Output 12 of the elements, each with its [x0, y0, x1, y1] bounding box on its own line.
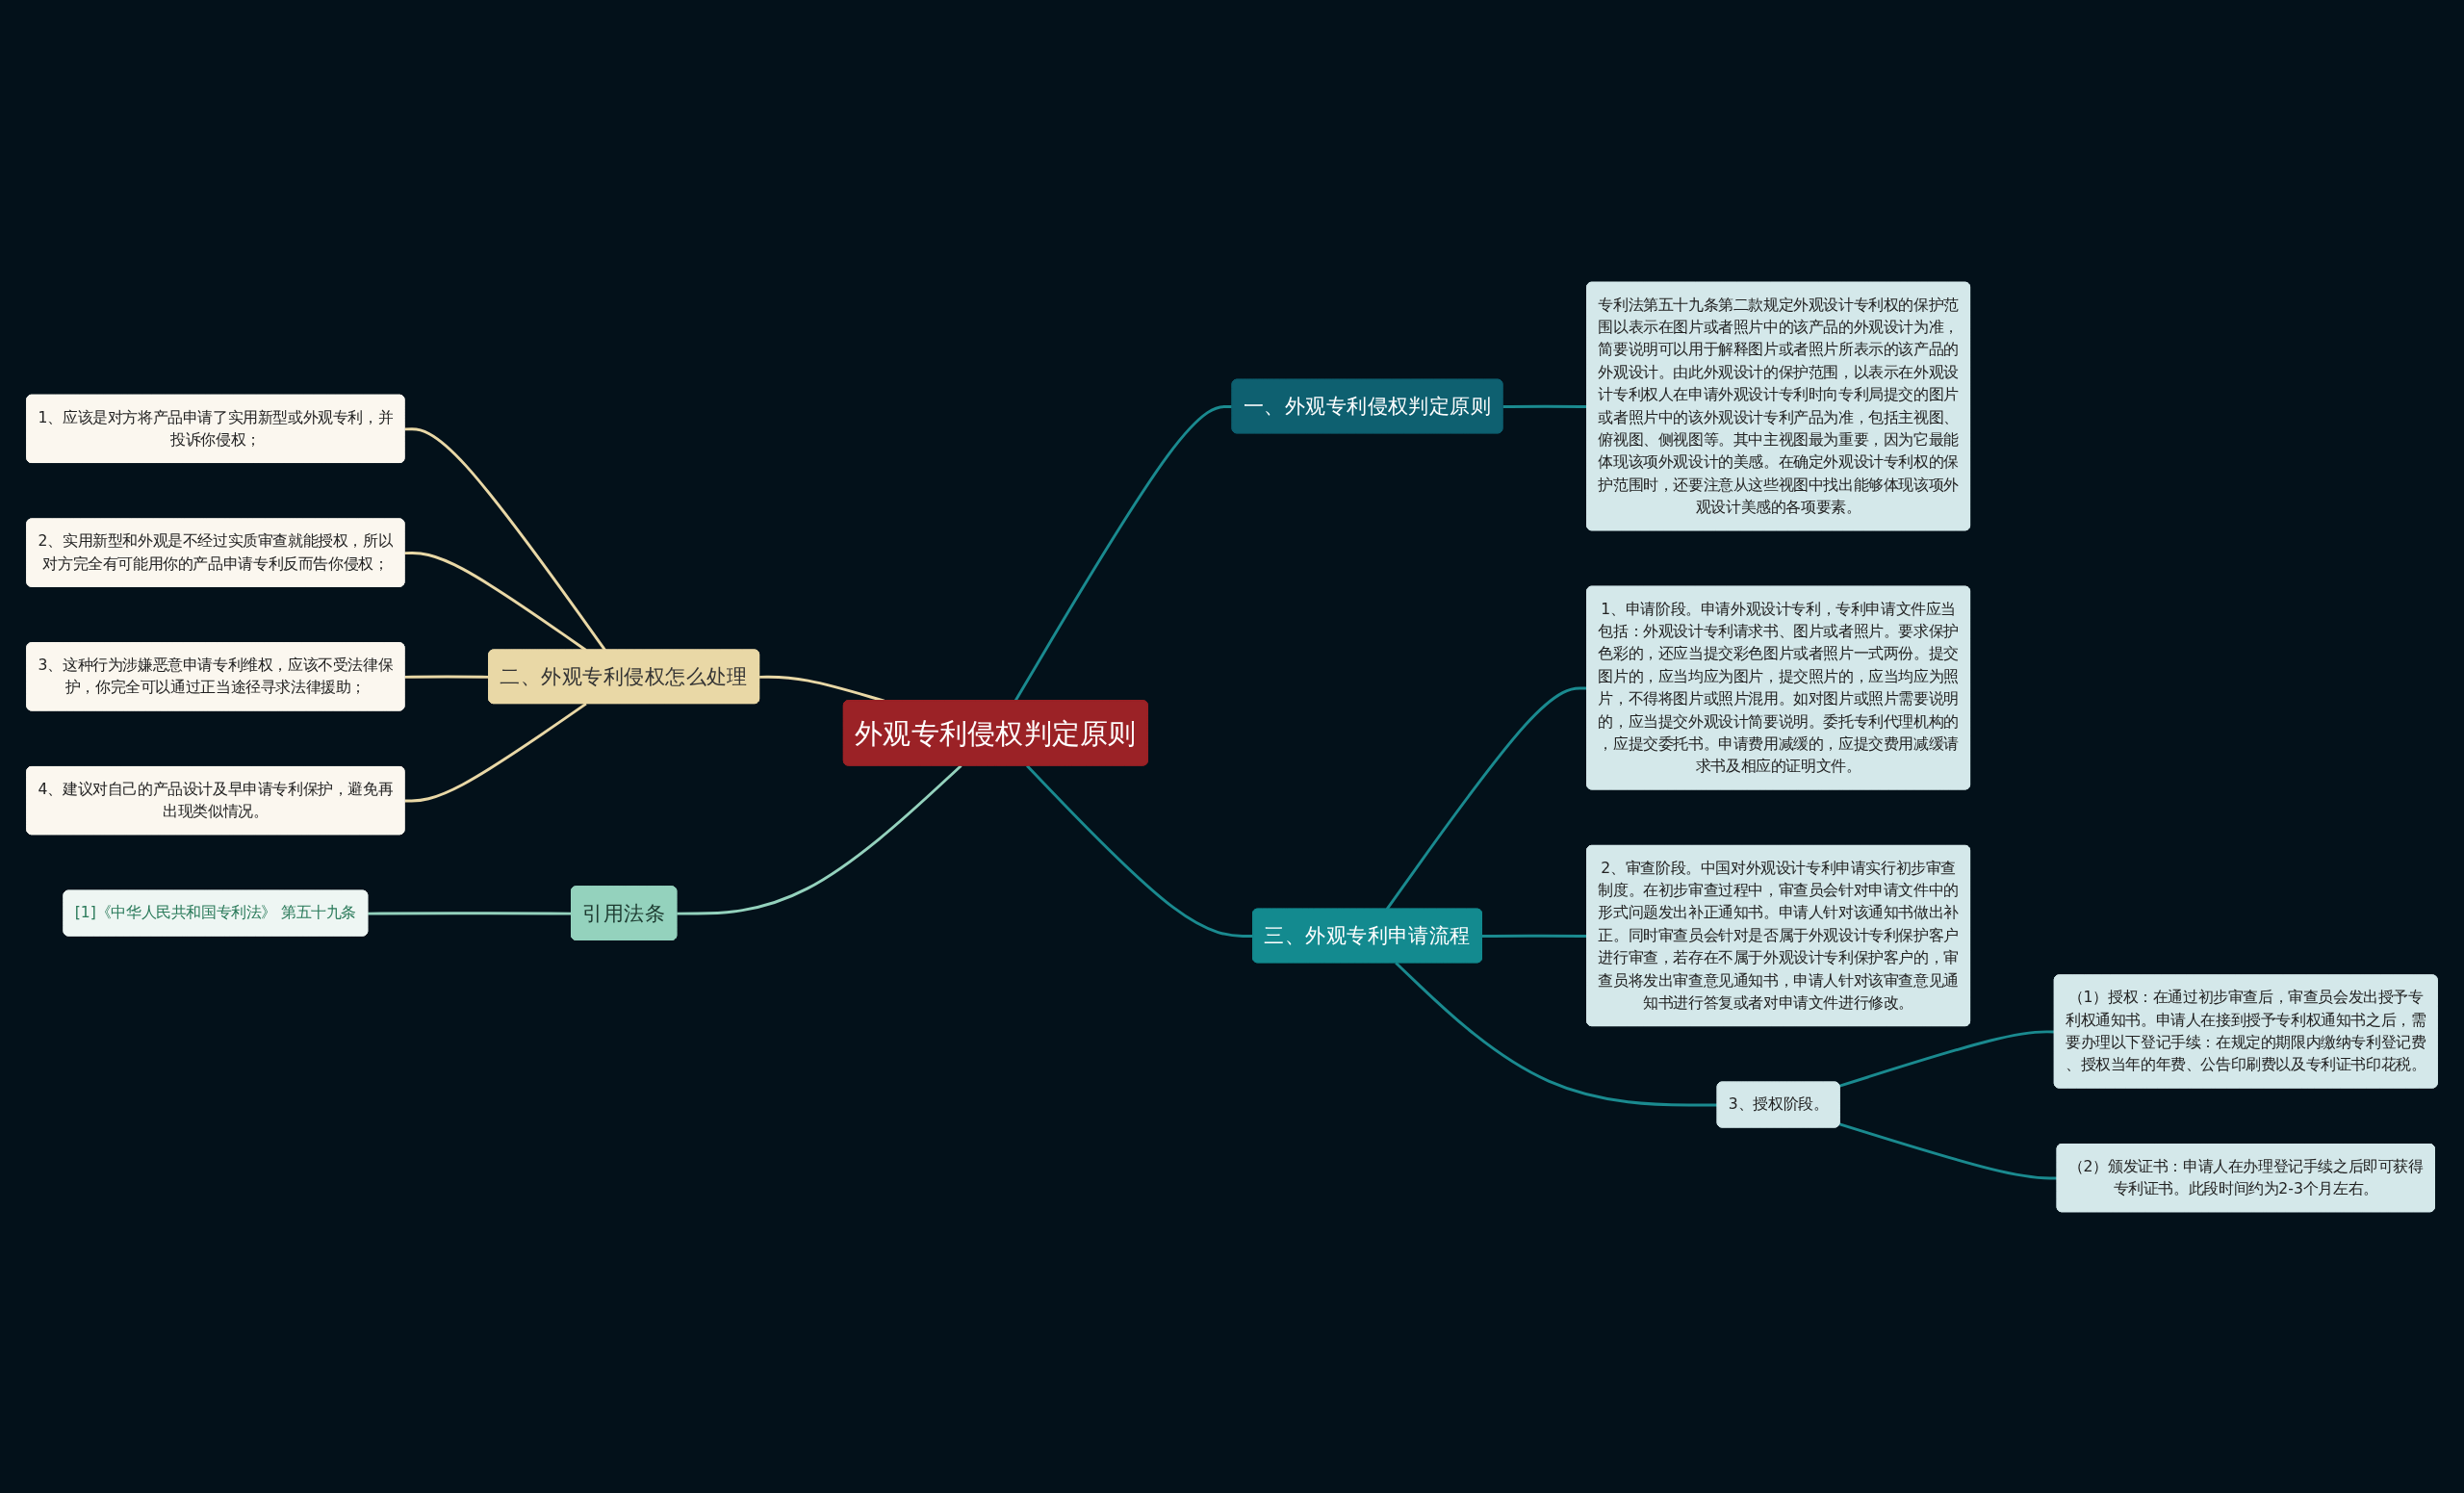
connector — [1014, 404, 1233, 702]
connector — [1481, 934, 1588, 938]
connector — [404, 426, 606, 651]
connector — [1026, 764, 1254, 938]
connector — [1502, 404, 1588, 408]
connector — [368, 911, 573, 915]
connector — [677, 763, 962, 915]
connector — [1838, 1029, 2055, 1088]
connector — [404, 702, 587, 803]
connector — [404, 675, 490, 679]
connector — [1839, 1121, 2058, 1180]
connector — [1395, 961, 1718, 1106]
